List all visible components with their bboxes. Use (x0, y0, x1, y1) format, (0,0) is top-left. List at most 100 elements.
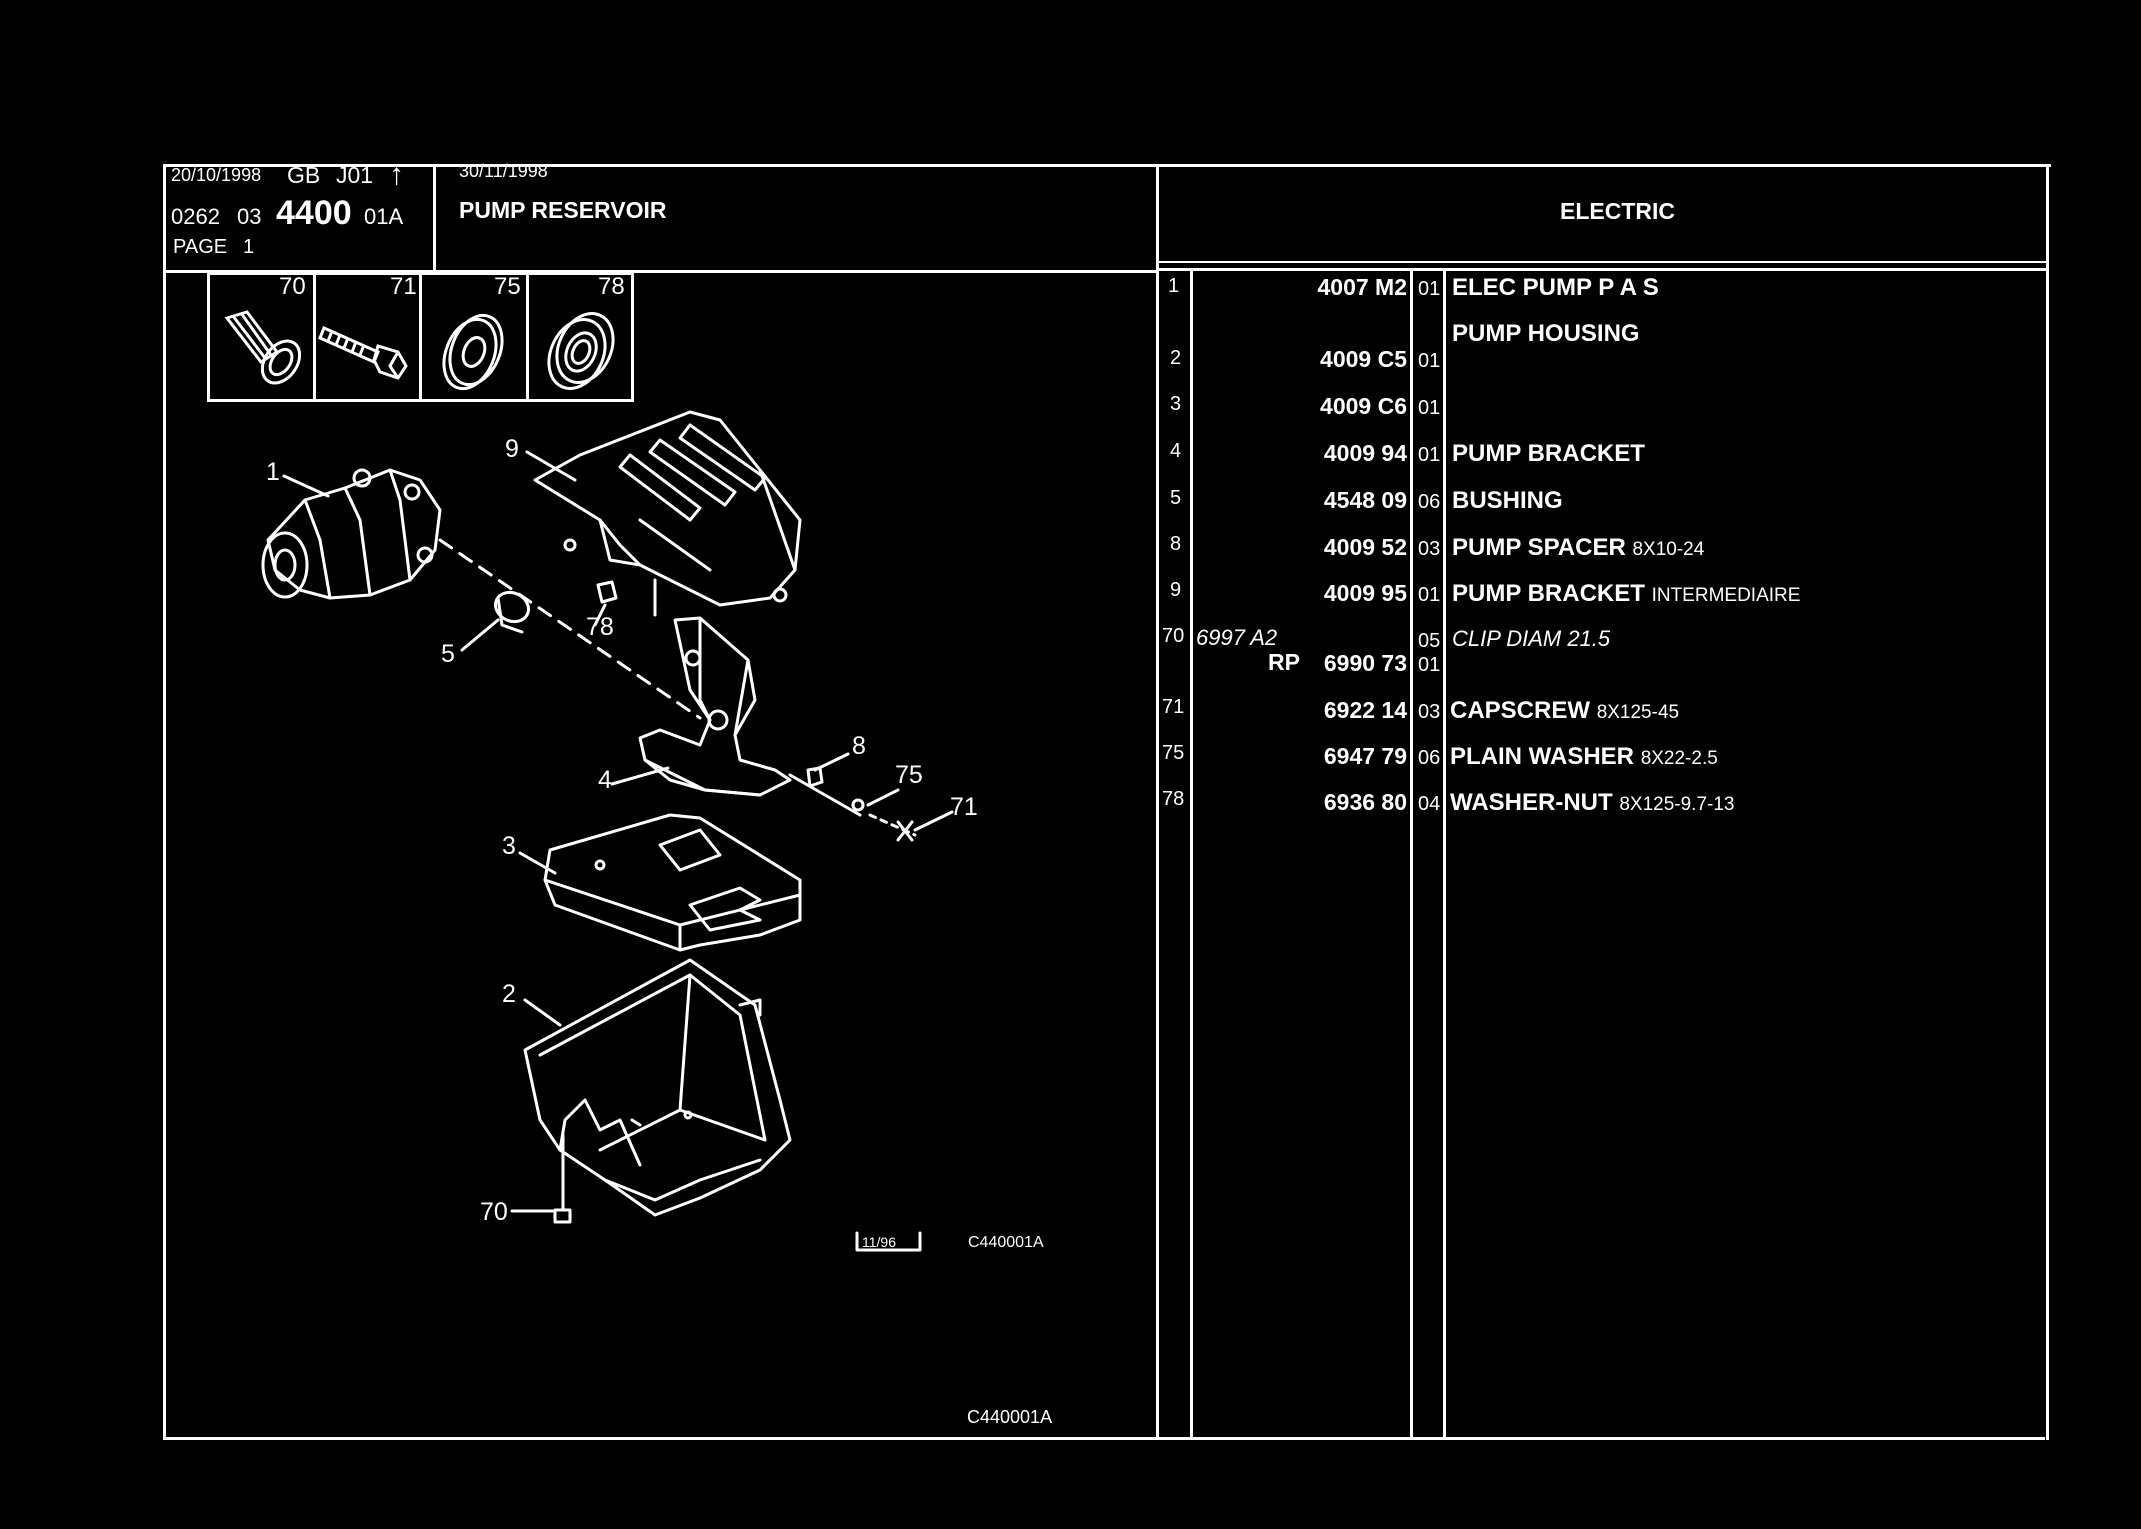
row-qty: 01 (1418, 584, 1441, 606)
row-ref: 70 (1162, 625, 1185, 647)
clip-icon (224, 310, 302, 385)
page-label: PAGE (173, 236, 228, 258)
group-number: 03 (237, 204, 262, 229)
row-part-no: 6947 79 (1323, 743, 1407, 769)
row-ref: 2 (1170, 347, 1182, 369)
row-description: PUMP BRACKET (1452, 580, 1645, 607)
row-qty: 03 (1418, 701, 1441, 723)
row-ref: 75 (1162, 742, 1185, 764)
row-qty: 01 (1418, 444, 1441, 466)
col-line-ref (1190, 270, 1193, 1437)
thumb-div-0 (207, 272, 210, 402)
j-code: J01 (336, 162, 374, 188)
main-code: 4400 (276, 194, 352, 232)
row-part-no: 4009 94 (1323, 440, 1407, 466)
row-description: PUMP BRACKET (1452, 440, 1645, 467)
row-description: WASHER-NUT (1450, 789, 1613, 816)
variant-code: 01A (364, 204, 404, 229)
row-part-no: 6922 14 (1323, 697, 1407, 723)
callout-71: 71 (950, 793, 978, 821)
row-description: PUMP SPACER (1452, 534, 1626, 561)
row-qty: 06 (1418, 747, 1441, 769)
row-spec: 8X10-24 (1632, 539, 1705, 560)
row-part-no: 4009 C6 (1320, 393, 1407, 419)
row-prefix: 6997 A2 (1196, 625, 1278, 650)
row-qty: 01 (1418, 397, 1441, 419)
row-ref: 4 (1170, 440, 1182, 462)
row-spec: 8X125-45 (1596, 702, 1680, 723)
callout-1: 1 (266, 458, 280, 486)
row-qty: 01 (1418, 654, 1441, 676)
frame-top (163, 164, 2051, 167)
row-ref: 1 (1168, 275, 1180, 297)
row-spec: INTERMEDIAIRE (1651, 585, 1801, 606)
col-line-qty (1443, 270, 1446, 1437)
frame-center-divider (1156, 164, 1159, 1440)
row-ref: 3 (1170, 393, 1182, 415)
row-ref: 9 (1170, 579, 1182, 601)
washer-nut-icon (547, 312, 615, 390)
callout-9: 9 (505, 435, 519, 463)
plate-drawing (543, 813, 802, 952)
group-prefix: 0262 (171, 204, 220, 229)
row-part-no: 6936 80 (1323, 789, 1407, 815)
row-ref: 71 (1162, 696, 1185, 718)
row-description: CAPSCREW (1450, 697, 1591, 724)
row-qty: 04 (1418, 793, 1441, 815)
row-part-no: 4548 09 (1323, 487, 1407, 513)
row-part-no: 4009 95 (1323, 580, 1407, 606)
reservoir-housing-drawing (523, 958, 792, 1217)
thumb-ref-78: 78 (598, 273, 625, 300)
col-line-partno (1410, 270, 1413, 1437)
thumb-ref-71: 71 (390, 273, 417, 300)
callout-3: 3 (502, 832, 516, 860)
row-part-no: 6990 73 (1323, 650, 1407, 676)
row-qty: 01 (1418, 278, 1441, 300)
row-description: PLAIN WASHER (1450, 743, 1635, 770)
right-header-rule-2 (1158, 268, 2048, 271)
thumb-div-3 (526, 272, 529, 402)
thumb-div-1 (313, 272, 316, 402)
row-spec: 8X125-9.7-13 (1619, 794, 1735, 815)
page-number: 1 (243, 236, 255, 258)
row-part-no: 4009 52 (1323, 534, 1407, 560)
frame-right (2046, 164, 2049, 1440)
thumb-div-2 (419, 272, 422, 402)
callout-4: 4 (598, 766, 612, 794)
thumb-ref-70: 70 (279, 273, 306, 300)
row-description: BUSHING (1452, 487, 1563, 514)
left-header-rule (163, 270, 1159, 273)
electric-pump-drawing (261, 468, 442, 600)
callout-75: 75 (895, 761, 923, 789)
left-header-split (433, 164, 436, 272)
row-ref: 78 (1162, 788, 1185, 810)
thumb-div-4 (631, 272, 634, 402)
row-description: PUMP HOUSING (1452, 320, 1640, 347)
row-qty: 01 (1418, 350, 1441, 372)
row-description: ELEC PUMP P A S (1452, 274, 1659, 301)
callout-5: 5 (441, 640, 455, 668)
row-spec: 8X22-2.5 (1640, 748, 1718, 769)
up-arrow-icon: ↑ (389, 158, 404, 191)
frame-bottom (163, 1437, 2045, 1440)
section-title: ELECTRIC (1560, 198, 1675, 224)
bushing-drawing (493, 590, 531, 634)
row-part-no: 4009 C5 (1320, 346, 1407, 372)
drawing-ref: C440001A (968, 1234, 1044, 1251)
exploded-view-diagram (261, 410, 954, 1252)
row-part-no: 4007 M2 (1317, 274, 1407, 300)
row-prefix: RP (1268, 649, 1300, 675)
row-qty: 03 (1418, 538, 1441, 560)
frame-left (163, 164, 166, 1440)
row-ref: 5 (1170, 487, 1182, 509)
callout-70: 70 (480, 1198, 508, 1226)
revision-date: 30/11/1998 (459, 161, 548, 181)
intermediate-bracket-drawing (533, 410, 802, 607)
capscrew-icon (318, 325, 408, 380)
row-ref: 8 (1170, 533, 1182, 555)
page-title: PUMP RESERVOIR (459, 197, 667, 223)
callout-2: 2 (502, 980, 516, 1008)
right-header-rule-1 (1158, 261, 2048, 263)
issue-date: 20/10/1998 (171, 165, 262, 185)
date-stamp: 11/96 (862, 1234, 896, 1250)
